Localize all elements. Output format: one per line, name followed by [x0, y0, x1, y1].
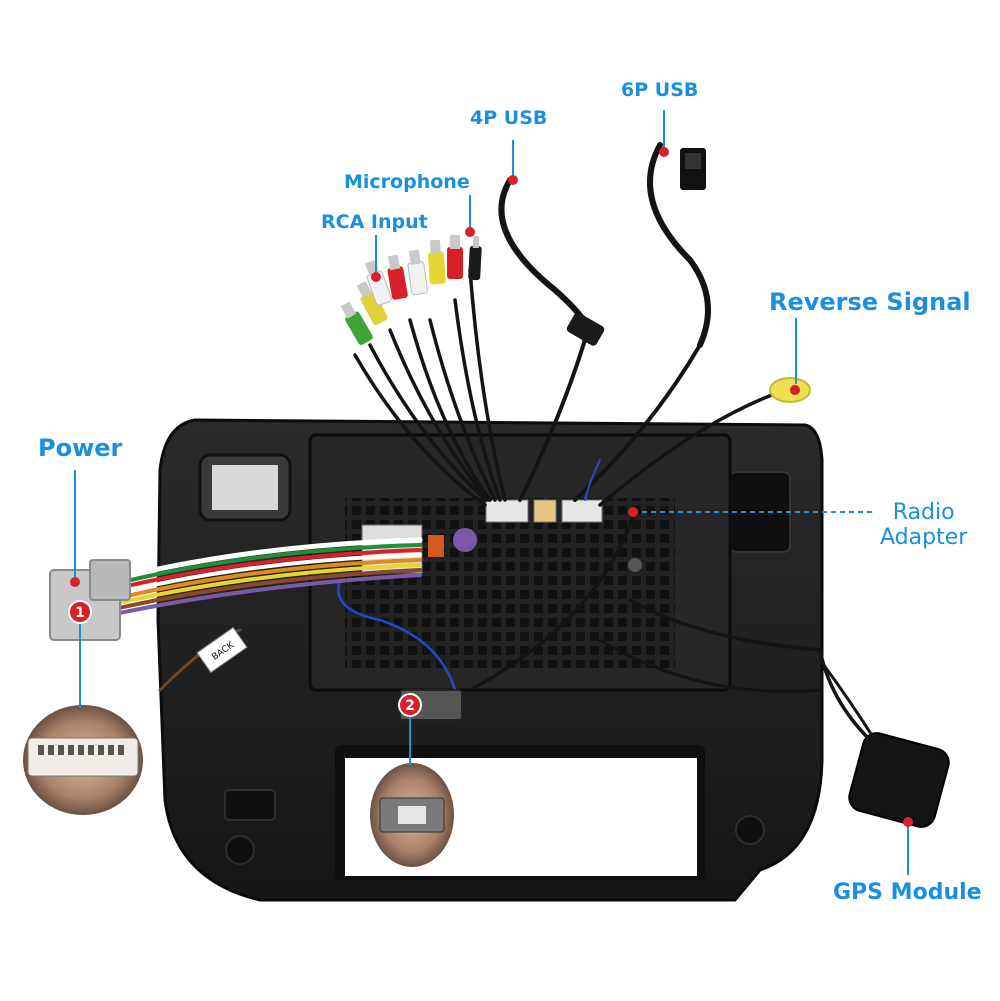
marker-antenna-text: 2 — [405, 698, 415, 714]
label-power: Power — [38, 434, 123, 462]
label-microphone: Microphone — [344, 171, 470, 193]
power-dot — [70, 577, 80, 587]
gps-dot — [903, 817, 913, 827]
microphone-dot — [465, 227, 475, 237]
label-6p-usb: 6P USB — [621, 79, 699, 101]
label-4p-usb: 4P USB — [470, 107, 548, 129]
head-unit-grille — [345, 498, 675, 668]
marker-antenna: 2 — [398, 693, 422, 717]
usb6p-dot — [659, 147, 669, 157]
antenna-connector-inset — [370, 763, 454, 867]
usb-6p-connector — [680, 148, 706, 190]
gps-module — [818, 659, 950, 828]
label-radio-adapter-line2: Adapter — [880, 525, 968, 550]
label-reverse-signal: Reverse Signal — [769, 288, 971, 316]
label-rca-input: RCA Input — [321, 211, 428, 233]
radio-adapter-dot — [628, 507, 638, 517]
label-radio-adapter: Radio Adapter — [880, 500, 967, 550]
dash-panel — [156, 418, 824, 902]
usb-4p-connector — [566, 312, 605, 346]
label-gps-module: GPS Module — [833, 880, 982, 905]
power-connector-inset — [23, 705, 143, 815]
callout-dots — [70, 147, 913, 827]
back-tag: BACK — [196, 626, 248, 674]
marker-power: 1 — [68, 600, 92, 624]
reverse-signal-plug — [769, 377, 811, 403]
marker-power-text: 1 — [75, 605, 85, 621]
usb4p-dot — [508, 175, 518, 185]
label-radio-adapter-line1: Radio — [892, 500, 955, 525]
power-connector — [49, 559, 131, 641]
callout-lines — [74, 110, 909, 875]
rca-input-dot — [371, 272, 381, 282]
